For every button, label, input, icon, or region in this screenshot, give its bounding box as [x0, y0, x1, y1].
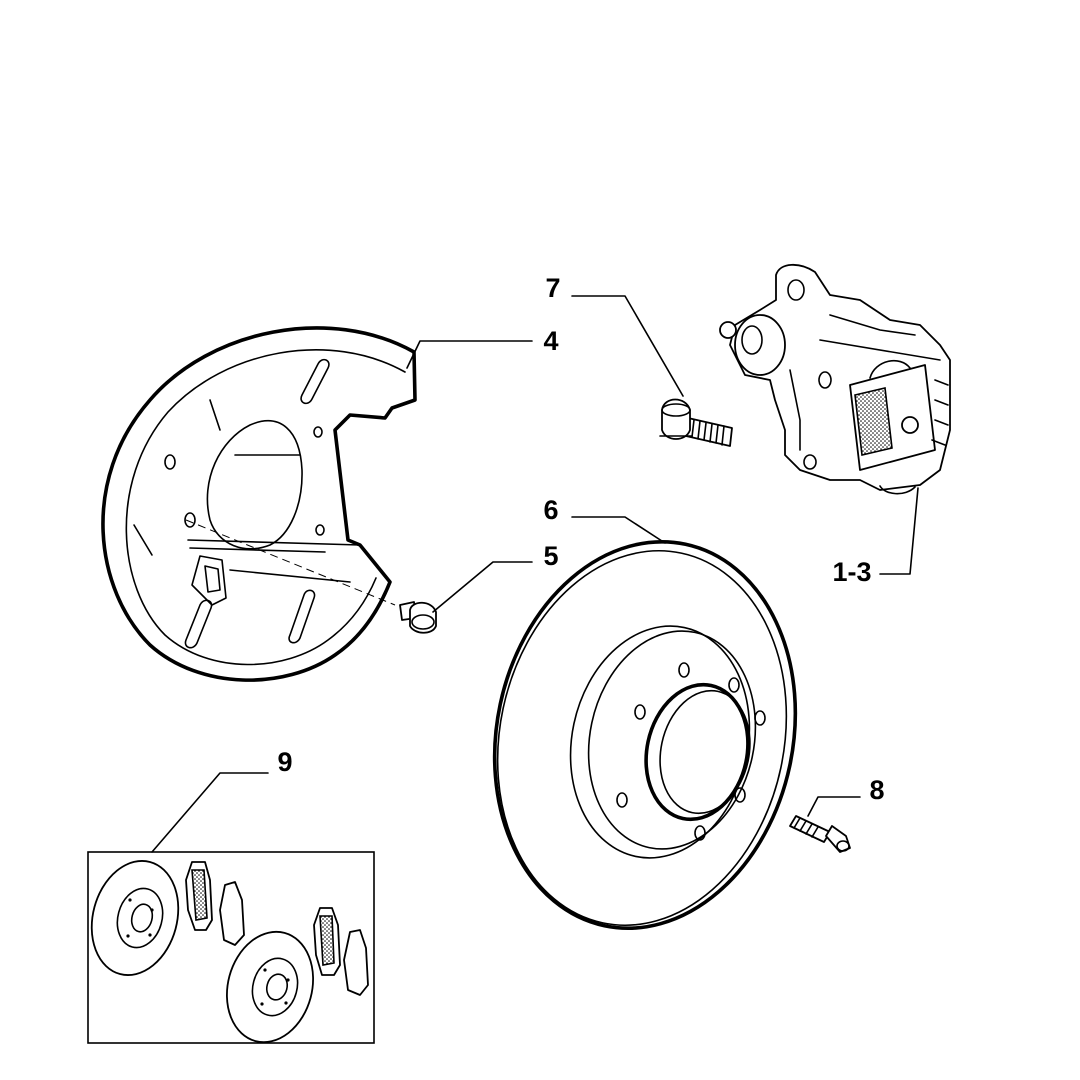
callout-7: 7	[545, 273, 560, 303]
leader-8	[807, 796, 861, 817]
pad-kit	[87, 851, 375, 1044]
brake-disc	[492, 539, 798, 931]
leader-5	[432, 561, 533, 613]
dust-shield	[101, 326, 417, 682]
callout-5: 5	[543, 541, 558, 571]
callout-9: 9	[277, 747, 292, 777]
caliper-bolt	[659, 398, 733, 447]
shield-screw	[399, 601, 437, 634]
leader-6	[571, 516, 666, 544]
callout-8: 8	[869, 775, 884, 805]
callout-4: 4	[543, 326, 558, 356]
leader-4	[406, 340, 533, 369]
leader-1-3	[879, 487, 919, 575]
disc-screw	[789, 815, 851, 853]
brake-caliper	[719, 263, 951, 495]
callout-1-3: 1-3	[832, 557, 871, 587]
leader-lines	[151, 295, 919, 853]
leader-9	[151, 772, 269, 853]
leader-7	[571, 295, 684, 397]
callout-6: 6	[543, 495, 558, 525]
